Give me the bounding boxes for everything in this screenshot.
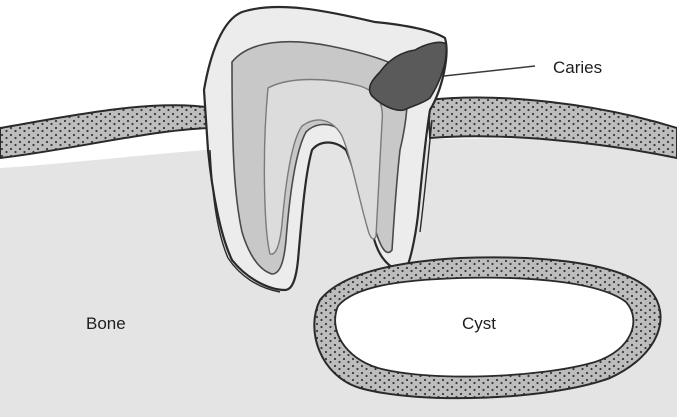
- caries-label: Caries: [553, 58, 602, 78]
- cyst-label: Cyst: [462, 314, 496, 334]
- caries-pointer-line: [444, 66, 535, 76]
- bone-label: Bone: [86, 314, 126, 334]
- gum-left: [0, 105, 215, 158]
